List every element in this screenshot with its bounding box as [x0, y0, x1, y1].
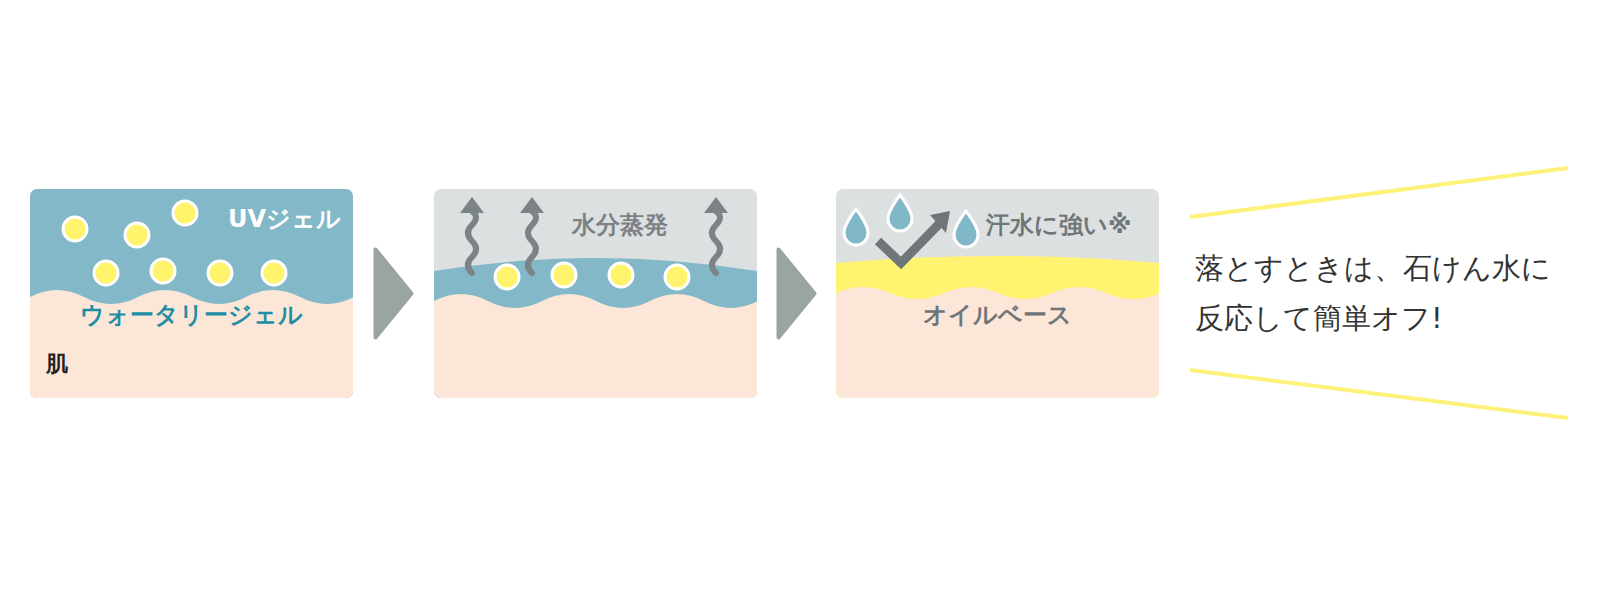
step-panel: UVジェルウォータリージェル肌 [30, 189, 353, 398]
step-chevron [376, 250, 412, 338]
emphasis-line [1190, 168, 1568, 217]
panel-art [836, 189, 1159, 398]
layer-label: UVジェル [228, 205, 341, 234]
layer-label: オイルベース [923, 301, 1072, 330]
step-panel: 汗水に強い※ オイルベース [836, 189, 1159, 398]
panel-art [30, 189, 353, 398]
note-text: 落とすときは、石けん水に反応して簡単オフ! [1195, 243, 1565, 343]
panel-art [434, 189, 757, 398]
feature-label: 汗水に強い※ [986, 211, 1131, 240]
emphasis-line [1190, 370, 1568, 418]
skin-label: 肌 [46, 351, 68, 377]
process-label: 水分蒸発 [572, 211, 668, 240]
layer-label: ウォータリージェル [80, 301, 303, 330]
step-chevron [779, 250, 815, 338]
step-panel: 水分蒸発 [434, 189, 757, 398]
